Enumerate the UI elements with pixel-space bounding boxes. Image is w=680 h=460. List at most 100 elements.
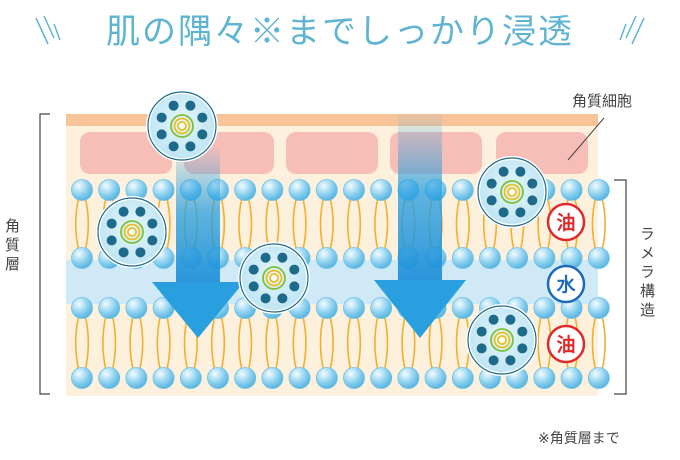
lipid-head xyxy=(451,179,474,201)
lipid-head xyxy=(506,247,529,269)
ingredient-molecule xyxy=(238,242,310,314)
badge-water: 水 xyxy=(546,264,586,304)
stratum-corneum-label: 角質層 xyxy=(3,218,21,275)
lipid-head xyxy=(587,247,610,269)
lipid-head xyxy=(71,367,93,389)
lipid-tail xyxy=(438,316,443,370)
lipid-head xyxy=(98,297,121,319)
lipid-head xyxy=(424,367,447,389)
lipid-tail xyxy=(465,198,470,250)
lipid-head xyxy=(533,297,556,319)
corneocyte-cell xyxy=(80,132,172,174)
lipid-head xyxy=(234,367,257,389)
lipid-tail xyxy=(591,316,597,370)
svg-text:油: 油 xyxy=(556,334,575,356)
lipid-head xyxy=(343,179,365,201)
ingredient-molecule xyxy=(466,304,538,376)
lipid-tail xyxy=(302,316,307,370)
lipid-tail xyxy=(84,316,90,370)
lipid-tail xyxy=(319,198,325,250)
lipid-head xyxy=(533,367,556,389)
lipid-head xyxy=(451,297,474,319)
lipid-tail xyxy=(265,316,270,370)
lipid-tail xyxy=(455,316,461,370)
lipid-tail xyxy=(374,316,379,370)
lipid-head xyxy=(207,367,229,389)
lipid-tail xyxy=(247,316,253,370)
lipid-tail xyxy=(346,316,352,370)
page-title: 肌の隅々※までしっかり浸透 xyxy=(106,12,574,52)
ingredient-molecule xyxy=(96,196,168,268)
lipid-tail xyxy=(356,316,362,370)
lipid-tail xyxy=(220,198,226,250)
title-decoration-left xyxy=(35,15,61,45)
lipid-head xyxy=(315,179,338,201)
lipid-tail xyxy=(401,316,406,370)
svg-text:水: 水 xyxy=(556,274,576,296)
lipid-tail xyxy=(319,316,325,370)
lipid-head xyxy=(71,297,93,319)
lipid-tail xyxy=(292,198,297,250)
lipid-head xyxy=(451,367,474,389)
lipid-tail xyxy=(220,316,226,370)
lipid-tail xyxy=(238,198,243,250)
lipid-head xyxy=(288,179,311,201)
lipid-head xyxy=(71,247,93,269)
lipid-head xyxy=(315,297,338,319)
lipid-tail xyxy=(292,316,297,370)
lipid-tail xyxy=(383,316,389,370)
lipid-head xyxy=(560,367,583,389)
title-decoration-right xyxy=(619,15,645,45)
lipid-tail xyxy=(537,316,542,370)
lipid-tail xyxy=(383,198,389,250)
lipid-head xyxy=(98,367,121,389)
corneocyte-leader-line xyxy=(567,117,605,161)
penetration-arrow-right xyxy=(374,114,466,338)
lipid-head xyxy=(343,247,365,269)
stratum-corneum-bracket xyxy=(39,113,50,395)
lipid-head xyxy=(315,247,338,269)
lipid-tail xyxy=(455,198,461,250)
lipid-head xyxy=(451,247,474,269)
lamellar-bracket xyxy=(614,179,627,395)
lipid-head xyxy=(288,367,311,389)
skin-surface-layer xyxy=(66,114,598,126)
lipid-head xyxy=(125,297,148,319)
lipid-head xyxy=(370,179,393,201)
lipid-head xyxy=(261,179,284,201)
lipid-tail xyxy=(102,316,107,370)
lipid-tail xyxy=(329,316,334,370)
lipid-head xyxy=(370,367,393,389)
lipid-head xyxy=(152,179,175,201)
lipid-head xyxy=(370,297,393,319)
lipid-head xyxy=(343,297,365,319)
lipid-tail xyxy=(591,198,597,250)
lipid-head xyxy=(370,247,393,269)
lipid-tail xyxy=(346,198,352,250)
badge-oil-bottom: 油 xyxy=(546,324,586,364)
lipid-head xyxy=(179,367,202,389)
lipid-tail xyxy=(166,316,171,370)
lipid-head xyxy=(397,367,420,389)
lipid-tail xyxy=(329,198,334,250)
lipid-head xyxy=(261,367,284,389)
lipid-head xyxy=(587,297,610,319)
lipid-tail xyxy=(129,316,134,370)
lipid-tail xyxy=(74,198,80,250)
lipid-head xyxy=(343,367,365,389)
lipid-head xyxy=(587,367,610,389)
ingredient-molecule xyxy=(476,156,548,228)
lipid-tail xyxy=(210,316,216,370)
penetration-arrow-left xyxy=(152,148,244,338)
ingredient-molecules xyxy=(96,90,548,376)
lipid-head xyxy=(533,247,556,269)
lipid-tail xyxy=(374,198,379,250)
badge-oil-top: 油 xyxy=(546,202,586,242)
lipid-head xyxy=(152,367,175,389)
lipid-tail xyxy=(238,316,243,370)
lipid-tail xyxy=(156,316,161,370)
svg-text:油: 油 xyxy=(556,212,575,234)
lipid-head xyxy=(125,367,148,389)
lipid-head xyxy=(560,179,583,201)
